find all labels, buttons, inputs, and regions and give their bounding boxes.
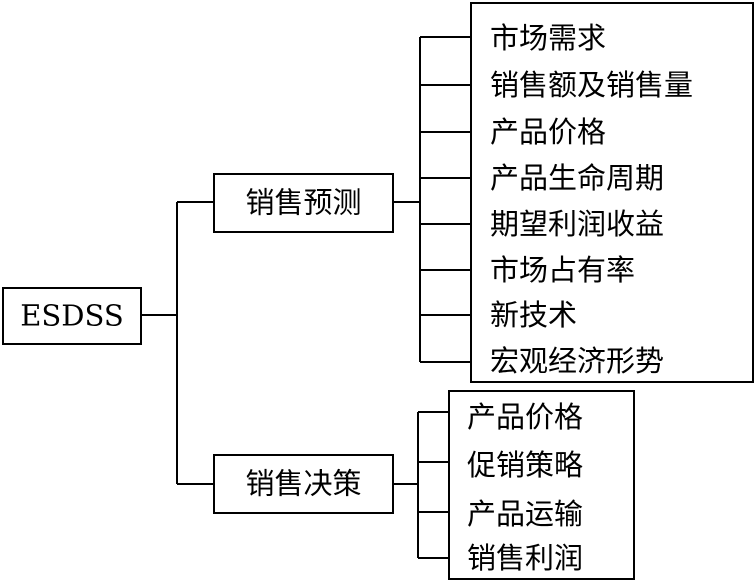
branch-node-sales-forecast: 销售预测: [213, 173, 394, 233]
list-item: 期望利润收益: [490, 207, 665, 241]
root-node: ESDSS: [2, 287, 142, 345]
list-item: 宏观经济形势: [490, 344, 665, 378]
list-item: 产品价格: [490, 115, 607, 149]
branch-node-sales-decision: 销售决策: [213, 454, 394, 514]
list-item: 新技术: [490, 298, 578, 332]
root-node-label: ESDSS: [20, 298, 124, 333]
item-list-sales-decision: 产品价格 促销策略 产品运输 销售利润: [448, 390, 635, 580]
branch-node-label: 销售预测: [245, 185, 362, 220]
list-item: 产品生命周期: [490, 161, 665, 195]
list-item: 产品运输: [467, 497, 584, 531]
list-item: 销售额及销售量: [490, 68, 694, 102]
item-list-sales-forecast: 市场需求 销售额及销售量 产品价格 产品生命周期 期望利润收益 市场占有率 新技…: [470, 2, 754, 383]
list-item: 市场占有率: [490, 253, 636, 287]
list-item: 市场需求: [490, 21, 607, 55]
list-item: 促销策略: [467, 448, 584, 482]
branch-node-label: 销售决策: [245, 466, 362, 501]
list-item: 销售利润: [467, 541, 584, 575]
list-item: 产品价格: [467, 400, 584, 434]
